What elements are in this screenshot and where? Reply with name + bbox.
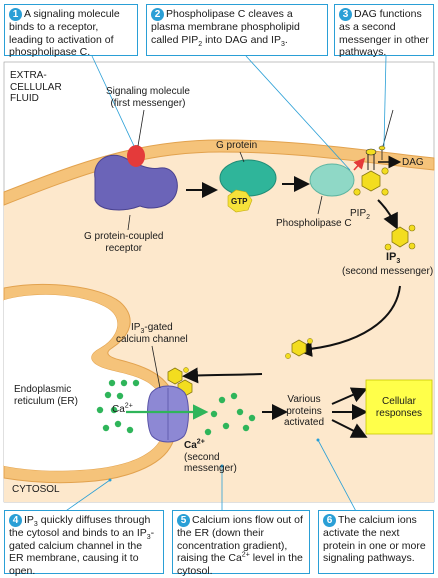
- arrow-ip3: [377, 199, 398, 230]
- arrow-to-channel: [182, 367, 263, 384]
- step-text: A signaling molecule binds to a receptor…: [9, 8, 120, 58]
- dag-label: DAG: [402, 157, 424, 168]
- signaling-molecule-label: Signaling molecule(first messenger): [106, 86, 190, 109]
- pip2-label: PIP2: [350, 208, 371, 221]
- ip3-label: IP3: [386, 251, 401, 266]
- ip3-molecule: [391, 226, 409, 248]
- step-text: Phospholipase C cleaves a plasma membran…: [151, 8, 300, 48]
- step-number: 5: [177, 514, 190, 527]
- step-text: The calcium ions activate the next prote…: [323, 514, 426, 564]
- er-membrane: [3, 284, 179, 484]
- ip3-second-messenger-label: (second messenger): [342, 266, 434, 277]
- step-number: 2: [151, 8, 164, 21]
- g-protein-label: G protein: [216, 140, 258, 151]
- cytosol-label: CYTOSOL: [12, 484, 60, 495]
- pip2-ring: [361, 170, 381, 192]
- pip2-head: [365, 148, 377, 156]
- g-protein-coupled-receptor: [94, 154, 178, 211]
- signaling-leader: [137, 109, 145, 147]
- arrow-ip3-diffuse: [296, 285, 401, 357]
- cleavage-arrow: [353, 157, 366, 171]
- channel-label: IP3-gated calcium channel: [116, 322, 188, 345]
- gtp-label: GTP: [231, 197, 248, 206]
- er-lumen: [4, 294, 166, 471]
- er-ca-label: Ca2+: [112, 402, 133, 415]
- cytosol-calcium-ions: [204, 392, 256, 436]
- gtp-shape: [227, 189, 253, 213]
- step-text: IP3 quickly diffuses through the cytosol…: [9, 514, 155, 577]
- step-number: 6: [323, 514, 336, 527]
- step-text: Calcium ions flow out of the ER (down th…: [177, 514, 303, 577]
- phospholipase-c-label: Phospholipase C: [276, 218, 352, 229]
- er-calcium-ions: [96, 379, 140, 434]
- signaling-molecule: [127, 145, 145, 167]
- step-number: 4: [9, 514, 22, 527]
- g-protein: [219, 159, 277, 197]
- cellular-responses-box: [365, 379, 433, 435]
- phospholipase-c: [309, 163, 355, 197]
- step-number: 3: [339, 8, 352, 21]
- step-text: DAG functions as a second messenger in o…: [339, 8, 429, 58]
- step-number: 1: [9, 8, 22, 21]
